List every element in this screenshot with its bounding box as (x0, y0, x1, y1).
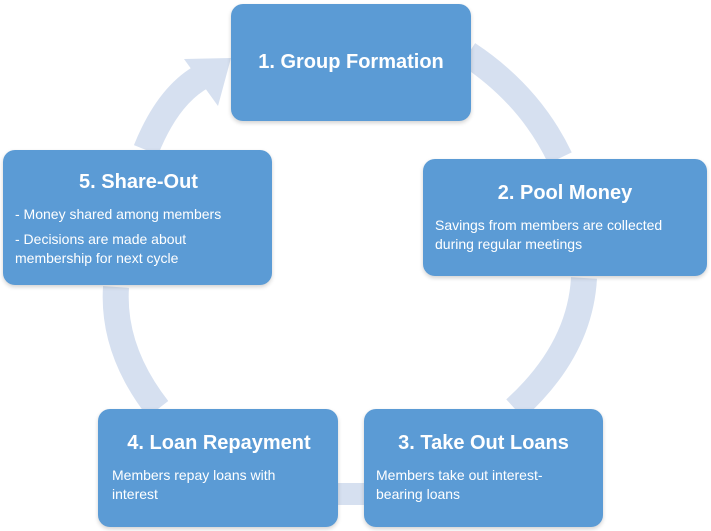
arrow-2-to-3 (506, 276, 597, 419)
bullet-item: - Decisions are made about membership fo… (15, 230, 262, 268)
node-text-line: Members repay loans with (112, 467, 276, 483)
node-share-out: 5. Share-Out - Money shared among member… (3, 150, 272, 285)
arrow-5-to-1 (133, 64, 210, 155)
node-group-formation: 1. Group Formation (231, 4, 471, 121)
node-title: 4. Loan Repayment (127, 432, 311, 454)
node-text-line: interest (112, 486, 158, 502)
node-description: Savings from members are collected durin… (435, 216, 695, 254)
arrow-1-to-2 (460, 43, 572, 164)
node-title: 5. Share-Out (79, 171, 198, 193)
bullet-item: - Money shared among members (15, 205, 262, 224)
node-text-line: - Money shared among members (15, 206, 222, 222)
node-text-line: during regular meetings (435, 236, 583, 252)
node-text-line: Savings from members are collected (435, 217, 663, 233)
node-description: Members repay loans with interest (112, 466, 326, 504)
node-description: Members take out interest- bearing loans (376, 466, 591, 504)
node-title: 2. Pool Money (497, 182, 633, 204)
node-text-line: - Decisions are made about (15, 231, 187, 247)
node-text-line: bearing loans (376, 486, 461, 502)
node-take-out-loans: 3. Take Out Loans Members take out inter… (364, 409, 603, 527)
arrow-head-5-to-1 (184, 58, 231, 106)
node-text-line: membership for next cycle (15, 250, 179, 266)
node-description: - Money shared among members - Decisions… (15, 205, 262, 268)
node-title: 1. Group Formation (258, 51, 444, 73)
arrow-3-to-4 (337, 483, 365, 505)
node-loan-repayment: 4. Loan Repayment Members repay loans wi… (98, 409, 338, 527)
node-title: 3. Take Out Loans (398, 432, 569, 454)
node-text-line: Members take out interest- (376, 467, 543, 483)
node-pool-money: 2. Pool Money Savings from members are c… (423, 159, 707, 276)
arrow-4-to-5 (102, 286, 169, 417)
